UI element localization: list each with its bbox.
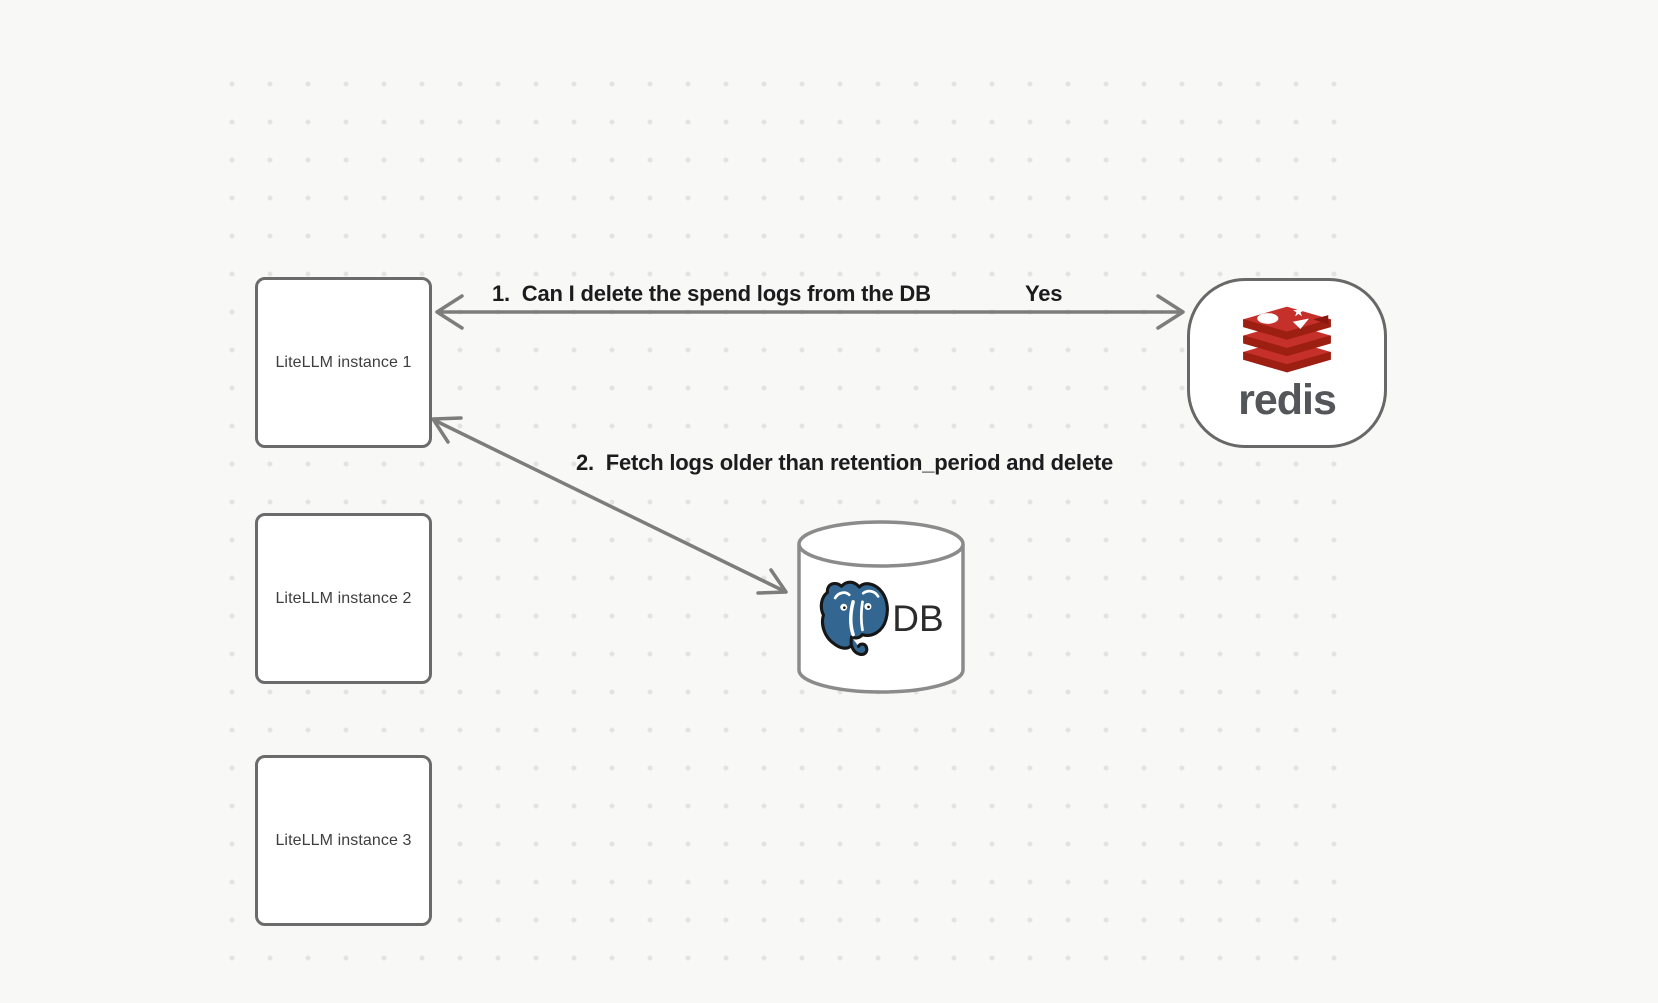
node-litellm-instance-1-label: LiteLLM instance 1 <box>275 353 412 371</box>
node-litellm-instance-2-label: LiteLLM instance 2 <box>275 589 412 607</box>
database-node-content: DB <box>795 518 967 698</box>
redis-wordmark: redis <box>1238 375 1337 424</box>
postgresql-elephant-icon <box>820 580 890 656</box>
node-litellm-instance-2[interactable]: LiteLLM instance 2 <box>255 513 432 684</box>
arrow1-answer-label: Yes <box>1025 281 1063 306</box>
redis-logo-icon <box>1243 305 1331 372</box>
arrow2-label: 2. Fetch logs older than retention_perio… <box>576 450 1114 475</box>
node-litellm-instance-3[interactable]: LiteLLM instance 3 <box>255 755 432 926</box>
node-litellm-instance-1[interactable]: LiteLLM instance 1 <box>255 277 432 448</box>
arrow-fetch-delete-logs[interactable] <box>431 416 788 595</box>
node-litellm-instance-3-label: LiteLLM instance 3 <box>275 831 412 849</box>
db-node-label: DB <box>892 598 944 639</box>
arrow1-label: 1. Can I delete the spend logs from the … <box>492 281 931 306</box>
node-redis[interactable]: redis <box>1187 278 1387 448</box>
